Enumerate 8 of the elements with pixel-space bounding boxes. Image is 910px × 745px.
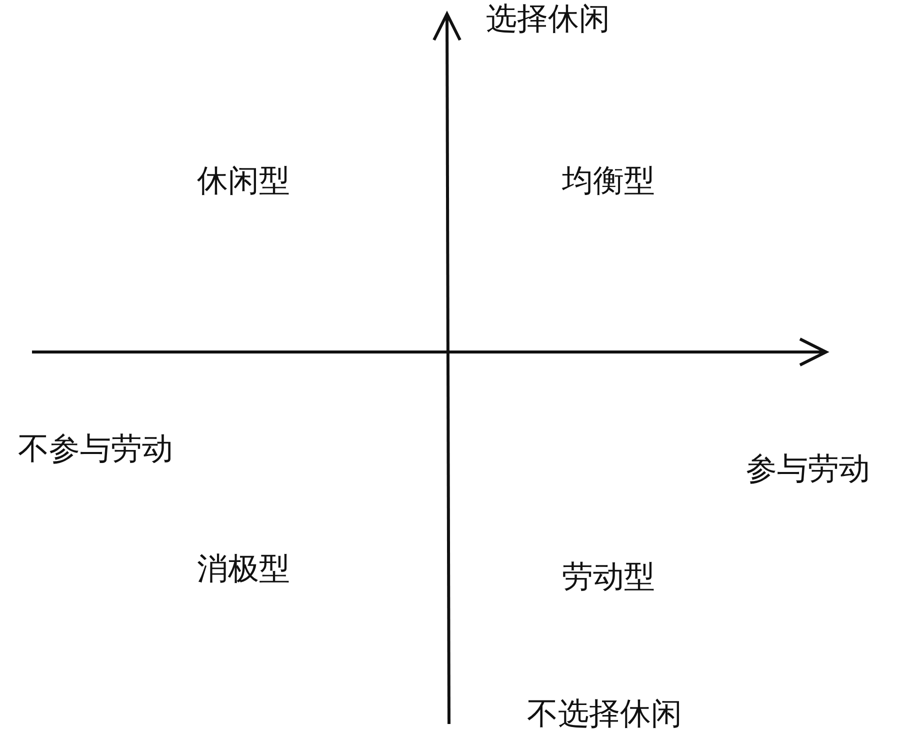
axis-label: 参与劳动: [746, 450, 870, 488]
quadrant-label: 消极型: [197, 550, 290, 588]
quadrant-label: 均衡型: [562, 162, 655, 200]
axis-label: 不参与劳动: [18, 430, 173, 468]
quadrant-label: 休闲型: [197, 162, 290, 200]
axis-label: 不选择休闲: [527, 695, 682, 733]
quadrant-label: 劳动型: [562, 558, 655, 596]
axis-label: 选择休闲: [486, 0, 610, 38]
